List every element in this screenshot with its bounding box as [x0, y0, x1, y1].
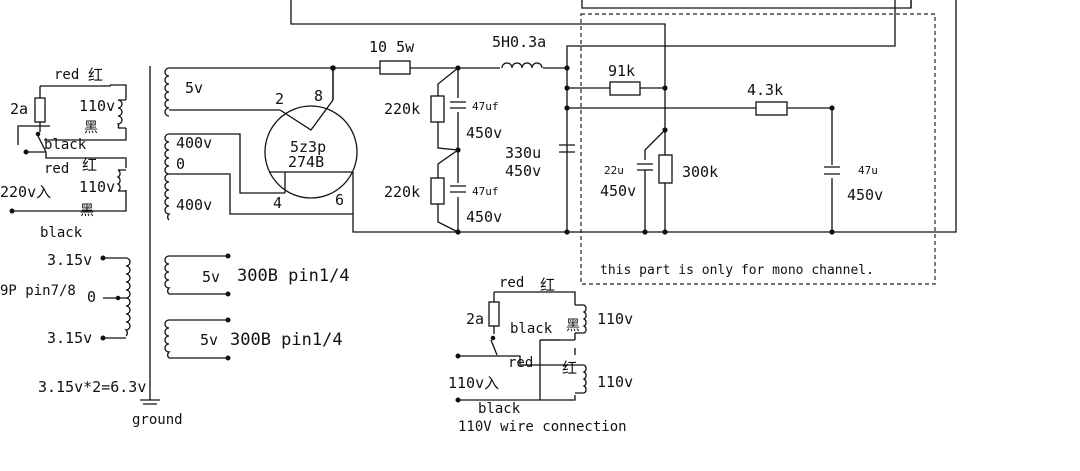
label-b-fuse: 2a — [466, 310, 484, 328]
label-300k: 300k — [682, 163, 718, 181]
resistor-10-5w — [379, 60, 411, 75]
label-400v-top: 400v — [176, 134, 212, 152]
label-450v-1: 450v — [466, 124, 502, 142]
coil-hv — [164, 133, 171, 221]
filament-section: 3.15v 9P pin7/8 0 3.15v 3.15v*2=6.3v — [0, 251, 146, 396]
label-110v-1: 110v — [79, 97, 115, 115]
cap-330u — [559, 144, 575, 153]
mono-section: 91k 4.3k 22u 450v 300k 47u 450v this par… — [564, 13, 936, 285]
label-b-hong-2: 红 — [562, 359, 577, 377]
label-5v-rect: 5v — [185, 79, 203, 97]
label-heater2-5v: 5v — [200, 331, 218, 349]
label-47u: 47u — [858, 164, 878, 177]
label-fil-315-bot: 3.15v — [47, 329, 92, 347]
label-hong-2: 红 — [82, 156, 97, 174]
label-tube-type: 5z3p — [290, 138, 326, 156]
wire-110v-connection: red 红 2a black 黑 110v red 红 110v入 110v b… — [448, 275, 633, 435]
label-pin6: 6 — [335, 191, 344, 209]
rectifier-tube-5z3p: 2 8 5z3p 274B 4 6 — [264, 65, 358, 214]
mono-dashed-box — [580, 13, 936, 285]
resistor-4-3k — [755, 101, 788, 116]
label-fil-pin: 9P pin7/8 — [0, 283, 76, 299]
label-330u: 330u — [505, 144, 541, 162]
label-b-input: 110v入 — [448, 374, 499, 392]
label-22u: 22u — [604, 164, 624, 177]
label-choke: 5H0.3a — [492, 33, 546, 51]
coil-110-bot — [582, 364, 587, 394]
label-fuse-left: 2a — [10, 100, 28, 118]
label-91k: 91k — [608, 62, 635, 80]
label-pin2: 2 — [275, 90, 284, 108]
cap-47u — [824, 166, 840, 175]
label-tube-alt: 274B — [288, 153, 324, 171]
label-input-220: 220v入 — [0, 183, 51, 201]
label-fil-formula: 3.15v*2=6.3v — [38, 378, 146, 396]
label-10-5w: 10 5w — [369, 38, 415, 56]
label-0: 0 — [176, 155, 185, 173]
fuse-2a-bottom — [488, 301, 500, 327]
label-pin4: 4 — [273, 194, 282, 212]
label-pin8: 8 — [314, 87, 323, 105]
label-b-black: black — [510, 321, 553, 337]
choke-5h — [501, 62, 543, 69]
label-b-hong-1: 红 — [540, 276, 555, 294]
cap-22u — [637, 163, 653, 171]
label-fil-315-top: 3.15v — [47, 251, 92, 269]
label-b-110-bot: 110v — [597, 373, 633, 391]
coil-heater-1 — [164, 255, 171, 295]
label-400v-bot: 400v — [176, 196, 212, 214]
label-b-black-2: black — [478, 401, 521, 417]
top-feed-wires — [290, 0, 957, 233]
label-b-red-2: red — [508, 355, 533, 371]
cap-47uf-2 — [450, 185, 466, 193]
label-4-3k: 4.3k — [747, 81, 783, 99]
label-220k-1: 220k — [384, 100, 420, 118]
label-heater1: 300B pin1/4 — [237, 266, 350, 286]
label-47uf-1: 47uf — [472, 100, 499, 113]
label-b-red: red — [499, 275, 524, 291]
coil-filament — [124, 257, 131, 337]
label-b-hei: 黑 — [566, 318, 580, 334]
secondary-hv-section: 5v 400v 0 400v — [164, 67, 353, 221]
mono-note: this part is only for mono channel. — [600, 263, 874, 278]
resistor-91k — [609, 81, 641, 96]
fuse-2a-left — [34, 97, 46, 123]
cap-47uf-1 — [450, 101, 466, 109]
label-450v-2: 450v — [466, 208, 502, 226]
label-heater2: 300B pin1/4 — [230, 330, 343, 350]
resistor-220k-1 — [430, 95, 445, 123]
label-black-2: black — [40, 225, 83, 241]
label-hei-2: 黑 — [80, 203, 94, 219]
heater-300b-section: 5v 300B pin1/4 5v 300B pin1/4 — [164, 253, 350, 361]
label-47u-v: 450v — [847, 186, 883, 204]
label-b-110-top: 110v — [597, 310, 633, 328]
label-red-1: red — [54, 67, 79, 83]
label-fil-0: 0 — [87, 288, 96, 306]
label-110v-2: 110v — [79, 178, 115, 196]
label-47uf-2: 47uf — [472, 185, 499, 198]
resistor-300k — [658, 154, 673, 184]
label-red-2: red — [44, 161, 69, 177]
primary-220v-section: red 红 2a 110v 黑 black red 红 220v入 110v 黑… — [0, 66, 127, 241]
primary-coil-1 — [116, 99, 123, 129]
label-hei-1: 黑 — [84, 120, 98, 136]
label-black-1: black — [44, 137, 87, 153]
coil-heater-2 — [164, 319, 171, 359]
primary-coil-2 — [116, 169, 121, 192]
label-heater1-5v: 5v — [202, 268, 220, 286]
resistor-220k-2 — [430, 177, 445, 205]
filter-chain: 10 5w 5H0.3a 220k 47uf 450v 220k 47uf 45… — [333, 33, 575, 235]
label-hong-1: 红 — [88, 66, 103, 84]
label-22u-v: 450v — [600, 182, 636, 200]
coil-5v — [164, 67, 170, 117]
coil-110-top — [582, 304, 587, 334]
label-b-title: 110V wire connection — [458, 419, 627, 435]
label-ground: ground — [132, 412, 183, 428]
label-220k-2: 220k — [384, 183, 420, 201]
label-330u-v: 450v — [505, 162, 541, 180]
transformer-core: ground — [132, 66, 183, 428]
